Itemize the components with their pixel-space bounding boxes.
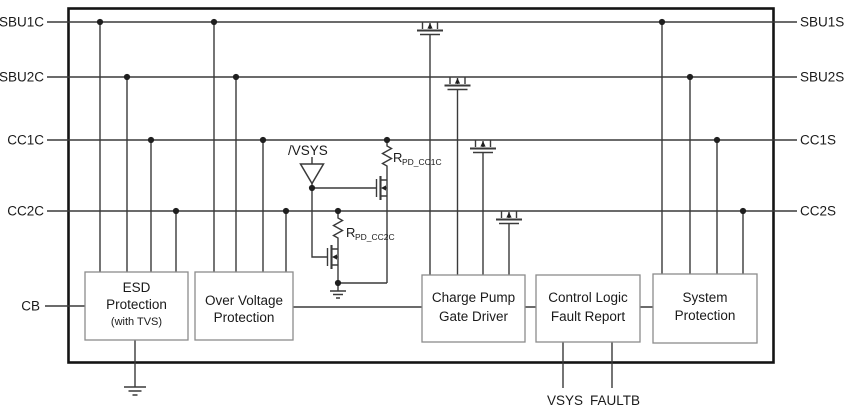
pin-label-cc2c: CC2C bbox=[7, 204, 44, 219]
ic-boundary bbox=[67, 7, 775, 364]
block-label: Gate Driver bbox=[439, 309, 509, 324]
block-label: ESD bbox=[123, 280, 151, 295]
block-label: Charge Pump bbox=[432, 290, 515, 305]
body-arrow-icon bbox=[506, 212, 512, 218]
net-label-vsys-inverted: /VSYS bbox=[288, 143, 328, 158]
component-labels: /VSYS R PD_CC1C R PD_CC2C bbox=[288, 143, 442, 242]
pin-label-vsys: VSYS bbox=[547, 393, 583, 408]
block-label: Protection bbox=[675, 308, 736, 323]
pin-label-sbu2s: SBU2S bbox=[800, 70, 844, 85]
pulldown-cc1c bbox=[312, 140, 393, 283]
esd-taps bbox=[99, 22, 177, 272]
block-tap-wires bbox=[99, 22, 744, 274]
ovp-taps bbox=[213, 22, 287, 272]
pin-labels: SBU1C SBU2C CC1C CC2C CB SBU1S SBU2S CC1… bbox=[0, 15, 844, 408]
ground-symbol-pulldown bbox=[330, 283, 346, 299]
resistor-label-sub: PD_CC1C bbox=[402, 157, 442, 167]
body-arrow-icon bbox=[454, 78, 461, 84]
junction-dots bbox=[96, 18, 747, 287]
block-control-logic-fault-report: Control Logic Fault Report bbox=[535, 274, 641, 343]
block-label: Over Voltage bbox=[205, 293, 283, 308]
pin-label-cc1c: CC1C bbox=[7, 133, 44, 148]
block-label: System bbox=[682, 290, 727, 305]
resistor-label-sub: PD_CC2C bbox=[355, 232, 395, 242]
ground-icon bbox=[330, 283, 346, 299]
body-arrow-icon bbox=[381, 185, 386, 191]
pin-label-sbu1c: SBU1C bbox=[0, 15, 44, 30]
block-charge-pump-gate-driver: Charge Pump Gate Driver bbox=[421, 274, 526, 343]
body-arrow-icon bbox=[427, 23, 433, 29]
ground-icon bbox=[124, 340, 146, 396]
ground-symbol-esd bbox=[124, 340, 146, 396]
resistor-cc2c bbox=[332, 211, 344, 283]
block-over-voltage-protection: Over Voltage Protection bbox=[194, 271, 294, 341]
vsys-inverter bbox=[299, 157, 325, 188]
pin-label-cc2s: CC2S bbox=[800, 204, 836, 219]
block-system-protection: System Protection bbox=[652, 273, 758, 344]
block-esd-protection: ESD Protection (with TVS) bbox=[84, 271, 189, 341]
resistor-label-ref: R bbox=[346, 225, 355, 240]
system-protection-taps bbox=[661, 22, 744, 274]
mosfet-switch-sbu1 bbox=[417, 22, 443, 275]
pulldown-cc2c bbox=[311, 188, 387, 284]
mosfet-switch-sbu2 bbox=[444, 77, 471, 275]
bottom-pin-wires bbox=[562, 342, 613, 388]
block-label: Protection bbox=[214, 310, 275, 325]
resistor-cc1c bbox=[381, 140, 393, 283]
block-label: Control Logic bbox=[548, 290, 628, 305]
body-arrow-icon bbox=[332, 254, 337, 260]
mosfet-switch-cc1 bbox=[470, 140, 496, 275]
body-arrow-icon bbox=[480, 141, 486, 147]
block-label: (with TVS) bbox=[111, 316, 162, 328]
block-label: Fault Report bbox=[551, 309, 626, 324]
mosfet-switch-cc2 bbox=[496, 211, 522, 275]
block-label: Protection bbox=[106, 297, 167, 312]
pin-label-sbu2c: SBU2C bbox=[0, 70, 44, 85]
pin-label-cc1s: CC1S bbox=[800, 133, 836, 148]
pin-label-cb: CB bbox=[21, 299, 40, 314]
pin-label-sbu1s: SBU1S bbox=[800, 15, 844, 30]
inverter-triangle-icon bbox=[299, 163, 325, 185]
resistor-label-ref: R bbox=[393, 150, 402, 165]
pin-label-faultb: FAULTB bbox=[590, 393, 640, 408]
